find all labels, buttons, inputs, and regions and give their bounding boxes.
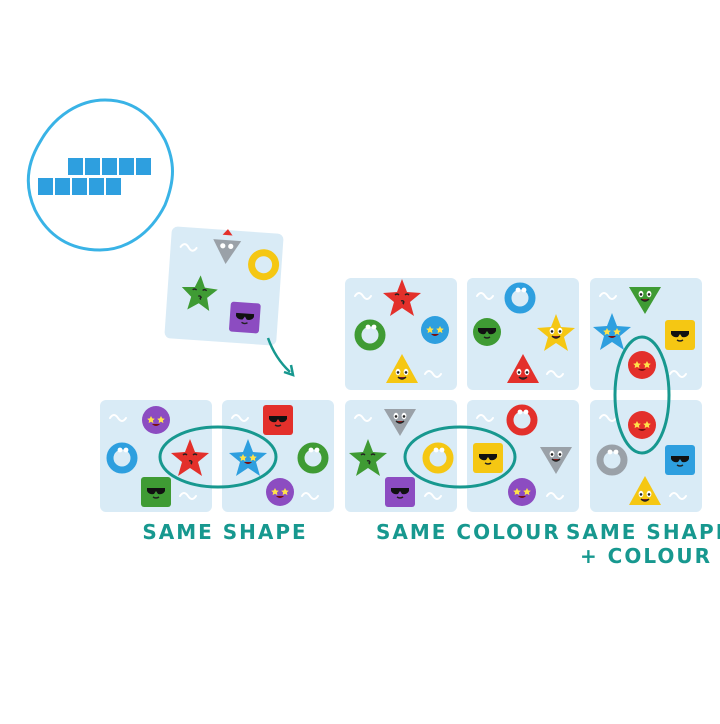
game-tile[interactable] <box>467 278 579 390</box>
caption-line-1: SAME SHAPE <box>566 520 720 544</box>
grid-square <box>55 178 70 195</box>
ball-piece <box>421 316 449 344</box>
caption-line-2: + COLOUR <box>579 544 713 568</box>
cube-piece <box>665 445 695 475</box>
caption-same-shape: SAME SHAPE <box>142 520 308 544</box>
cube-piece <box>263 405 293 435</box>
ring-piece <box>506 404 538 436</box>
grid-square <box>68 158 83 175</box>
game-tile[interactable] <box>345 278 457 390</box>
yellow-ring-piece <box>248 249 280 281</box>
arrow-head-icon <box>283 364 295 377</box>
ten-frame-card[interactable] <box>26 98 174 252</box>
grid-square <box>119 158 134 175</box>
game-tile[interactable] <box>590 278 702 390</box>
green-star-piece <box>181 275 218 312</box>
game-tile[interactable] <box>345 400 457 512</box>
triangle-piece <box>540 447 572 474</box>
ball-piece <box>473 318 501 346</box>
star-piece <box>593 313 631 350</box>
cube-piece <box>473 443 503 473</box>
grid-square <box>38 178 53 195</box>
star-piece <box>229 439 267 476</box>
ring-piece <box>504 282 536 314</box>
ball-piece <box>508 478 536 506</box>
ring-piece <box>596 444 628 476</box>
grid-square <box>85 158 100 175</box>
ball-piece <box>142 406 170 434</box>
ball-piece <box>628 411 656 439</box>
triangle-piece <box>384 409 416 436</box>
star-piece <box>171 439 209 476</box>
grid-square <box>72 178 87 195</box>
triangle-piece <box>629 287 661 314</box>
purple-cube-piece <box>229 301 261 334</box>
ring-piece <box>106 442 138 474</box>
grid-square <box>106 178 121 195</box>
star-piece <box>537 314 575 351</box>
ball-piece <box>628 351 656 379</box>
grey-triangle-piece <box>213 229 242 265</box>
grid-square <box>102 158 117 175</box>
ring-piece <box>354 319 386 351</box>
cube-piece <box>385 477 415 507</box>
triangle-piece <box>629 476 661 505</box>
triangle-piece <box>507 354 539 383</box>
star-piece <box>349 439 387 476</box>
same-colour-highlight <box>403 425 517 489</box>
same-shape-colour-highlight <box>613 335 671 455</box>
same-shape-highlight <box>158 425 278 489</box>
game-tile[interactable] <box>467 400 579 512</box>
drawn-tile[interactable] <box>164 225 284 346</box>
ball-piece <box>266 478 294 506</box>
triangle-piece <box>386 354 418 383</box>
grid-square <box>136 158 151 175</box>
grid-square <box>89 178 104 195</box>
cube-piece <box>141 477 171 507</box>
star-piece <box>383 279 421 316</box>
game-tile[interactable] <box>590 400 702 512</box>
ring-piece <box>422 442 454 474</box>
game-tile[interactable] <box>100 400 212 512</box>
cube-piece <box>665 320 695 350</box>
ring-piece <box>297 442 329 474</box>
arrow-curve <box>266 337 291 373</box>
caption-same-shape-colour: SAME SHAPE + COLOUR <box>566 520 720 568</box>
game-tile[interactable] <box>222 400 334 512</box>
hexagon-card-outline <box>26 98 174 252</box>
caption-same-colour: SAME COLOUR <box>376 520 561 544</box>
ten-square-grid-icon <box>38 158 151 195</box>
